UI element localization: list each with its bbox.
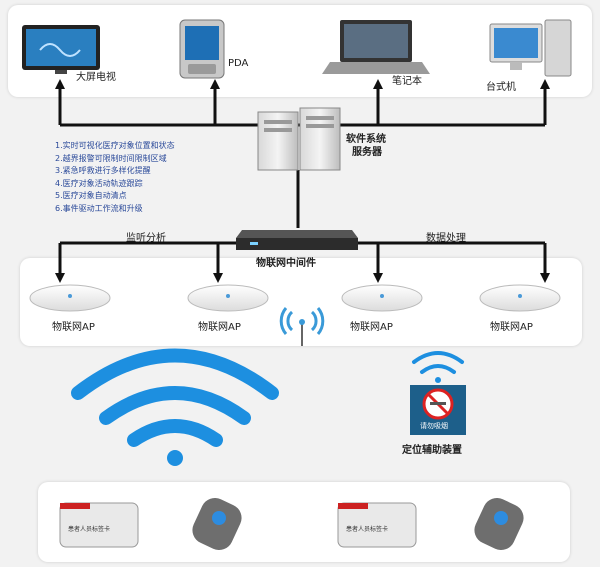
- feature-item: 5.医疗对象自动清点: [55, 191, 127, 200]
- laptop-label: 笔记本: [392, 76, 422, 87]
- feature-item: 3.紧急呼救进行多样化提醒: [55, 166, 151, 175]
- monitor-analysis-label: 监听分析: [126, 233, 166, 244]
- ap-label-4: 物联网AP: [490, 322, 533, 333]
- desktop-icon: [489, 19, 572, 77]
- ap-device-1: [29, 284, 111, 312]
- positioning-device-icon: [410, 385, 466, 435]
- data-processing-label: 数据处理: [426, 233, 466, 244]
- ap-label-2: 物联网AP: [198, 322, 241, 333]
- desktop-label: 台式机: [486, 82, 516, 93]
- sign-text: 请勿吸烟: [420, 422, 448, 430]
- feature-list: 1.实时可视化医疗对象位置和状态 2.越界报警可限制时间限制区域 3.紧急呼救进…: [55, 140, 175, 215]
- pda-label: PDA: [228, 58, 249, 69]
- ap-label-3: 物联网AP: [350, 322, 393, 333]
- pda-icon: [179, 19, 225, 79]
- ap-device-4: [479, 284, 561, 312]
- badge-text-1: 患者人员标签卡: [68, 526, 111, 533]
- badge-tag-2: [337, 502, 417, 548]
- server-icon: [257, 107, 341, 171]
- tv-label: 大屏电视: [76, 72, 116, 83]
- ap-label-1: 物联网AP: [52, 322, 95, 333]
- ap-device-2: [187, 284, 269, 312]
- laptop-icon: [322, 20, 430, 74]
- positioning-label: 定位辅助装置: [402, 445, 462, 456]
- tv-icon: [22, 25, 100, 74]
- wifi-signal-icon: [71, 348, 279, 466]
- badge-text-2: 患者人员标签卡: [346, 526, 389, 533]
- server-label-line1: 软件系统: [346, 134, 386, 145]
- feature-item: 6.事件驱动工作流和升级: [55, 203, 143, 213]
- badge-tag-1: [59, 502, 139, 548]
- feature-item: 4.医疗对象活动轨迹跟踪: [55, 178, 143, 188]
- antenna-wifi-icon: [279, 307, 325, 346]
- remote-tag-1: [192, 497, 242, 551]
- locator-wifi-icon: [412, 351, 464, 383]
- ap-device-3: [341, 284, 423, 312]
- feature-item: 2.越界报警可限制时间限制区域: [55, 153, 167, 163]
- remote-tag-2: [474, 497, 524, 551]
- middleware-label: 物联网中间件: [256, 258, 316, 269]
- server-label-line2: 服务器: [352, 147, 382, 158]
- middleware-icon: [236, 230, 358, 250]
- feature-item: 1.实时可视化医疗对象位置和状态: [55, 141, 175, 150]
